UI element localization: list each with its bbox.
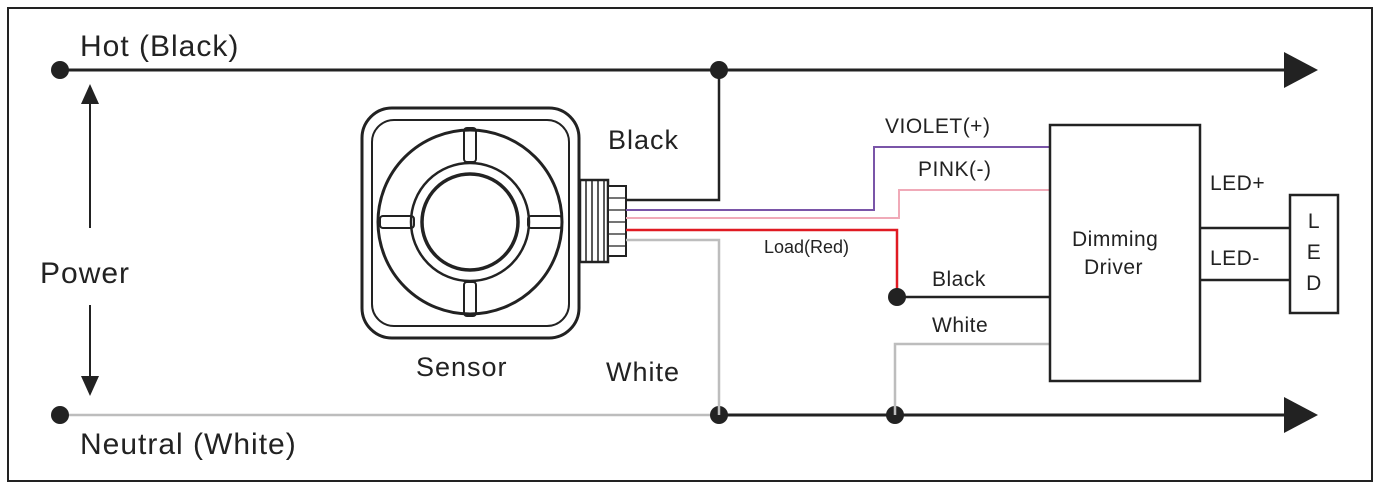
- led-minus-label: LED-: [1210, 247, 1260, 270]
- load-red-label: Load(Red): [764, 237, 849, 257]
- driver-white-label: White: [932, 314, 988, 337]
- power-label: Power: [40, 257, 130, 290]
- white-wire: [626, 238, 721, 415]
- neutral-terminal-dot: [51, 406, 69, 424]
- hot-arrowhead: [1284, 52, 1318, 88]
- led-box: [1288, 193, 1340, 315]
- neutral-arrowhead: [1284, 397, 1318, 433]
- load-red-wire: [626, 228, 899, 297]
- driver-label-line2: Driver: [1084, 256, 1143, 279]
- led-letter-d: D: [1306, 272, 1322, 295]
- neutral-label: Neutral (White): [80, 428, 297, 461]
- power-arrow: [81, 84, 99, 396]
- driver-white-wire: [893, 342, 1050, 415]
- sensor-white-label: White: [606, 357, 680, 387]
- sensor-black-label: Black: [608, 125, 679, 155]
- sensor-label: Sensor: [416, 352, 508, 382]
- hot-terminal-dot: [51, 61, 69, 79]
- violet-wire: [626, 146, 1050, 211]
- driver-wires: [888, 288, 1050, 415]
- led-wires: [1200, 226, 1290, 282]
- neutral-line: [51, 397, 1318, 433]
- dimming-driver-box: [1048, 123, 1202, 383]
- led-letter-e: E: [1307, 241, 1322, 264]
- sensor-device: [360, 106, 627, 340]
- hot-label: Hot (Black): [80, 30, 239, 63]
- pink-label: PINK(-): [918, 158, 992, 181]
- black-wire: [626, 70, 721, 202]
- sensor-wires: [626, 70, 1050, 415]
- pink-wire: [626, 189, 1050, 219]
- led-plus-label: LED+: [1210, 172, 1265, 195]
- driver-black-label: Black: [932, 268, 986, 291]
- load-junction-dot: [888, 288, 906, 306]
- driver-label-line1: Dimming: [1072, 228, 1158, 251]
- led-letter-l: L: [1308, 210, 1320, 233]
- violet-label: VIOLET(+): [885, 115, 990, 138]
- hot-line: [51, 52, 1318, 88]
